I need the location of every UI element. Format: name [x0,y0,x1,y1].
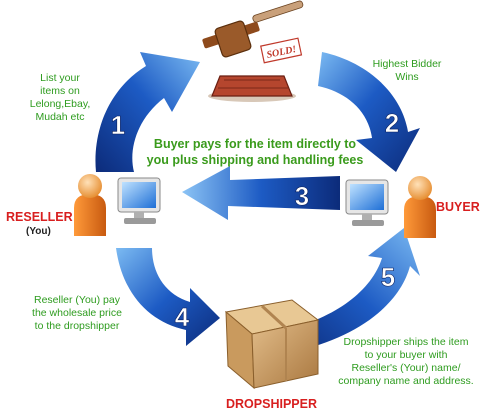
reseller-sub-label: (You) [26,226,51,237]
step-1-line: Lelong,Ebay, [29,98,91,110]
package-box-icon [224,299,320,390]
buyer-person-icon [404,176,436,238]
step-2-line: Highest Bidder [372,58,442,70]
step-2-line: Wins [395,71,419,83]
step-1-line: Mudah etc [35,111,85,123]
auction-gavel-icon [202,0,304,102]
step-4-line: the wholesale price [32,307,122,319]
arrow-step-2 [318,52,420,172]
arrow-step-1 [95,52,200,172]
step-5-line: Reseller's (Your) name/ [351,362,461,374]
buyer-role-label: BUYER [436,200,480,214]
step-5-line: to your buyer with [364,349,448,361]
step-1-line: List your [40,72,80,84]
step-number-4: 4 [175,302,190,332]
reseller-computer-icon [117,177,161,224]
step-3-label: Buyer pays for the item directly to you … [120,136,390,168]
step-3-line: Buyer pays for the item directly to [153,137,357,151]
step-3-line: you plus shipping and handling fees [146,153,364,167]
step-4-line: Reseller (You) pay [34,294,120,306]
step-5-line: company name and address. [338,375,474,387]
step-number-2: 2 [385,108,399,138]
arrow-step-4 [116,248,220,346]
dropshipper-role-label: DROPSHIPPER [226,397,317,411]
step-1-line: items on [40,85,80,97]
step-4-label: Reseller (You) pay the wholesale price t… [22,294,132,333]
step-number-1: 1 [111,110,125,140]
step-5-line: Dropshipper ships the item [343,336,469,348]
reseller-person-icon [74,174,106,236]
buyer-computer-icon [345,179,389,226]
step-4-line: to the dropshipper [34,320,120,332]
step-2-label: Highest Bidder Wins [362,58,452,84]
step-number-5: 5 [381,262,395,292]
arrow-step-3 [182,166,340,220]
step-1-label: List your items on Lelong,Ebay, Mudah et… [18,72,102,124]
step-5-label: Dropshipper ships the item to your buyer… [324,336,488,388]
step-number-3: 3 [295,181,309,211]
reseller-role-label: RESELLER [6,210,73,224]
